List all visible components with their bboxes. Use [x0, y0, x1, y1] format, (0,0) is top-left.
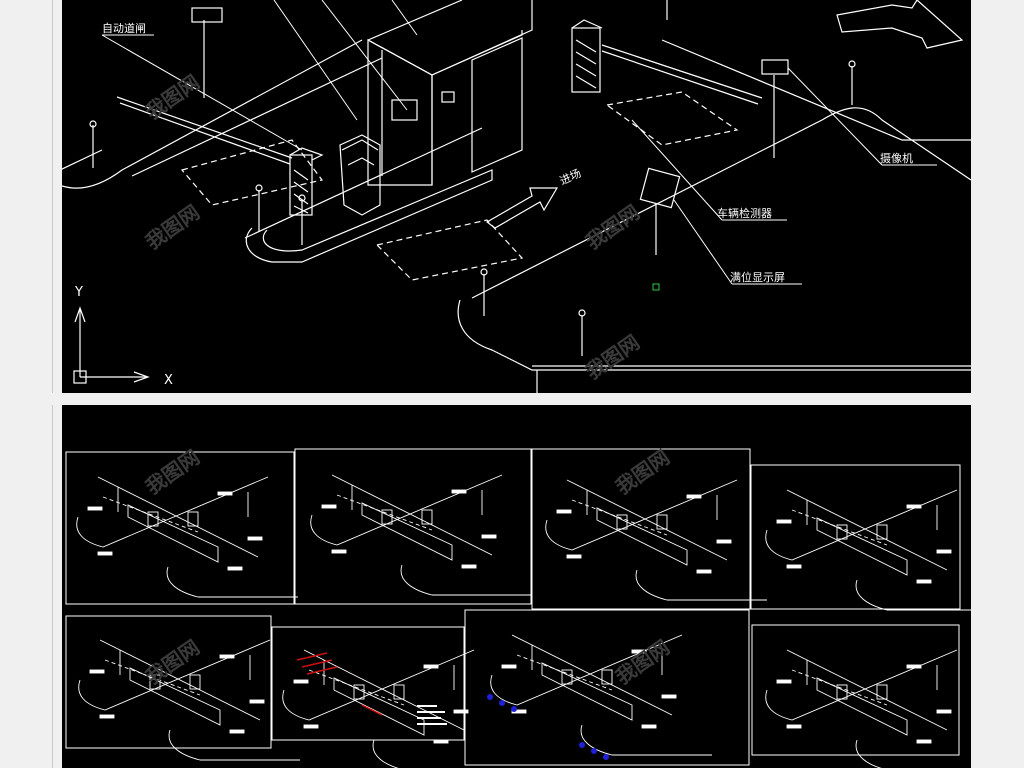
- watermark-text: 我图网: [141, 445, 204, 499]
- bollard: [89, 0, 856, 356]
- ucs-origin-marker: [652, 283, 660, 291]
- watermark-text: 我图网: [581, 330, 644, 384]
- watermark-text: 我图网: [611, 635, 674, 689]
- road-edge: [62, 39, 363, 189]
- watermark-text: 我图网: [611, 445, 674, 499]
- thumbnail-drawing: [545, 479, 768, 601]
- thumbnail-drawing: [490, 634, 713, 756]
- blue-markers: [487, 694, 609, 760]
- label-auto-gate: 自动道闸: [102, 21, 146, 35]
- axis-label-y: Y: [74, 285, 83, 300]
- left-barrier-post: [289, 147, 324, 216]
- sheet-edge: [52, 0, 53, 393]
- thumbnail-drawing: [765, 489, 971, 611]
- watermark-text: 我图网: [581, 200, 644, 254]
- toll-booth: [367, 0, 533, 186]
- thumbnail-frame: [464, 609, 750, 766]
- lower-curb: [457, 299, 971, 371]
- detector-loop: [180, 91, 739, 281]
- axis-label-x: X: [164, 373, 173, 388]
- ticket-dispenser: [339, 134, 381, 216]
- thumbnail-frame: [294, 448, 532, 605]
- right-barrier-post: [571, 19, 603, 93]
- thumbnail-frame: [751, 624, 960, 756]
- main-drawing-panel: 我图网 我图网 我图网 我图网 自动道闸 摄像机 车辆检测器 满位显示屏 进场 …: [62, 0, 971, 393]
- thumbnail-drawing: [282, 649, 505, 768]
- right-barrier-arm: [601, 44, 763, 105]
- road-edge: [131, 57, 383, 177]
- red-markers: [296, 652, 383, 716]
- thumbnail-frame: [271, 626, 465, 741]
- label-space-display: 满位显示屏: [730, 270, 785, 284]
- entry-arrow: [485, 187, 559, 229]
- thumbnail-drawing: [310, 474, 533, 596]
- thumbnail-drawing: [76, 476, 299, 598]
- leader-line: [101, 0, 937, 285]
- ucs-axis-icon: [73, 306, 150, 384]
- thumbnail-frame: [65, 615, 272, 749]
- thumbnail-drawing: [765, 649, 971, 768]
- thumbnail-sheet-panel: 我图网 我图网 我图网 我图网: [62, 405, 971, 768]
- thumbnail-frame: [531, 448, 751, 610]
- space-display-sign: [639, 167, 681, 255]
- watermark-group: 我图网 我图网 我图网 我图网: [141, 445, 674, 689]
- thumbnail-grid: 我图网 我图网 我图网 我图网: [65, 445, 971, 768]
- label-camera: 摄像机: [880, 151, 913, 165]
- sheet-edge: [52, 405, 53, 768]
- thumbnail-frame: [750, 464, 961, 610]
- parking-gate-isometric-drawing: 我图网 我图网 我图网 我图网 自动道闸 摄像机 车辆检测器 满位显示屏 进场 …: [62, 0, 971, 393]
- watermark-text: 我图网: [141, 200, 204, 254]
- thumbnail-frame: [65, 451, 295, 605]
- direction-arrow: [836, 0, 964, 49]
- camera-pole-left: [191, 7, 223, 98]
- center-island: [245, 169, 493, 263]
- camera-pole-right: [761, 59, 789, 158]
- label-vehicle-detector: 车辆检测器: [717, 206, 772, 220]
- legend-block: [417, 705, 447, 725]
- label-entry: 进场: [557, 166, 583, 188]
